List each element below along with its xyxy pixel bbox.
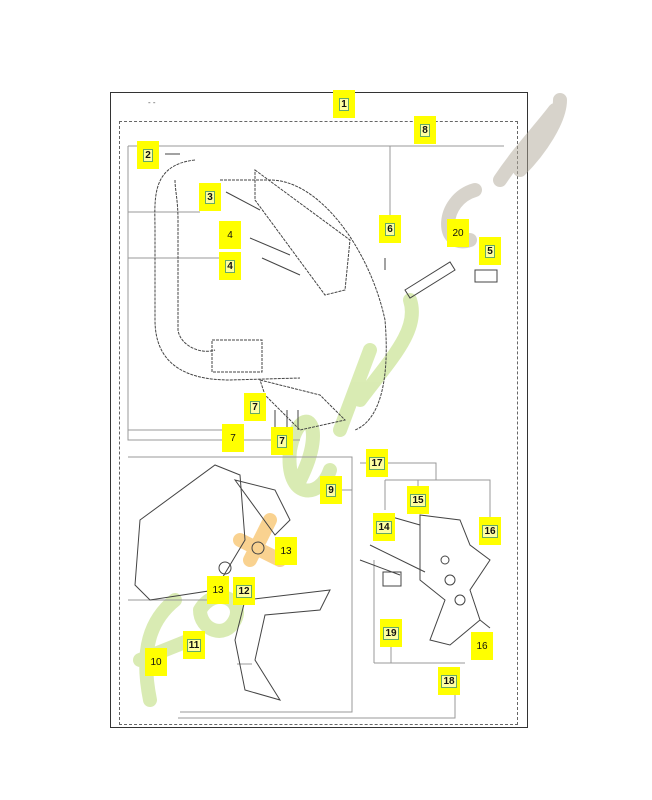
callout-label-17: 17 [366,449,388,477]
callout-number: 9 [326,483,336,497]
callout-label-20: 20 [447,219,469,247]
callout-label-7: 7 [244,393,266,421]
chain-brake-cover [134,464,331,701]
spike-bumper [359,514,491,646]
callout-label-12: 12 [233,577,255,605]
callout-number: 16 [482,524,498,538]
callout-label-3: 3 [199,183,221,211]
bolts [165,153,498,430]
callout-number: 17 [369,456,385,470]
callout-number: 14 [376,520,392,534]
assembly-boundary [119,121,518,725]
diagram-frame [110,92,528,728]
callout-number: 7 [277,434,287,448]
callout-label-5: 5 [479,237,501,265]
callout-label-15: 15 [407,486,429,514]
corner-mark: - - [148,98,156,107]
callout-label-6: 6 [379,215,401,243]
callout-label-9: 9 [320,476,342,504]
callout-label-14: 14 [373,513,395,541]
callout-number: 13 [280,545,292,557]
callout-label-19: 19 [380,619,402,647]
callout-number: 19 [383,626,399,640]
callout-number: 12 [236,584,252,598]
callout-number: 13 [212,584,224,596]
callout-label-7: 7 [271,427,293,455]
callout-label-7: 7 [222,424,244,452]
callout-label-4: 4 [219,221,241,249]
callout-number: 1 [339,97,349,111]
callout-number: 10 [150,656,162,668]
callout-label-16: 16 [471,632,493,660]
callout-number: 2 [143,148,153,162]
callout-label-16: 16 [479,517,501,545]
callout-number: 16 [476,640,488,652]
callout-number: 11 [186,638,202,652]
callout-label-11: 11 [183,631,205,659]
callout-number: 4 [227,229,233,241]
callout-label-4: 4 [219,252,241,280]
callout-label-2: 2 [137,141,159,169]
callout-label-10: 10 [145,648,167,676]
callout-number: 6 [385,222,395,236]
callout-number: 8 [420,123,430,137]
callout-label-1: 1 [333,90,355,118]
callout-number: 4 [225,259,235,273]
callout-label-8: 8 [414,116,436,144]
callout-number: 20 [452,227,464,239]
callout-label-13: 13 [207,576,229,604]
callout-number: 18 [441,674,457,688]
callout-label-18: 18 [438,667,460,695]
callout-number: 3 [205,190,215,204]
callout-number: 7 [250,400,260,414]
callout-label-13: 13 [275,537,297,565]
callout-number: 7 [230,432,236,444]
front-handle [154,159,387,431]
callout-number: 15 [410,493,426,507]
callout-number: 5 [485,244,495,258]
